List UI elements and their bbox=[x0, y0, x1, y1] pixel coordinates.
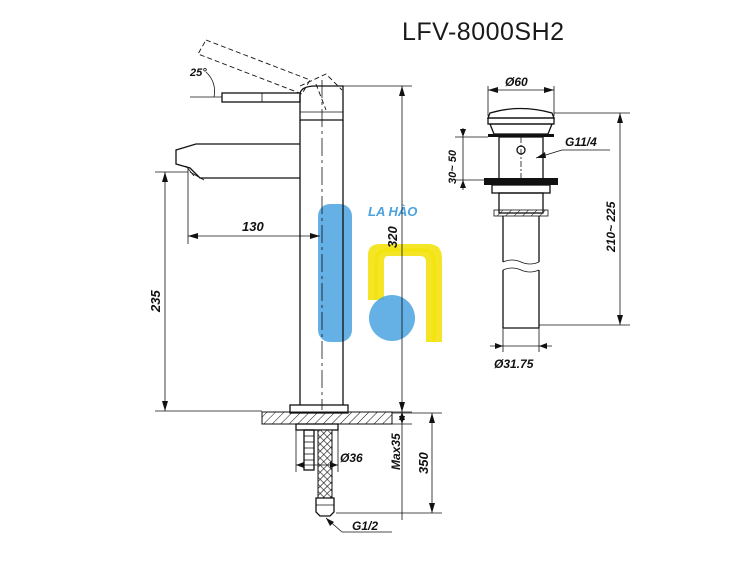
drain-drawing: Ø60 30~ 50 G11/4 210~ 225 bbox=[447, 75, 630, 371]
angle-label: 25° bbox=[189, 67, 207, 79]
base-diameter-label: Ø36 bbox=[340, 451, 363, 465]
drain-top-diameter-label: Ø60 bbox=[505, 75, 528, 89]
body-height-label: 320 bbox=[385, 226, 400, 248]
model-title: LFV-8000SH2 bbox=[402, 18, 565, 46]
logo-text: LA HÀO bbox=[368, 204, 417, 219]
max-mount-label: Max35 bbox=[389, 433, 403, 470]
drain-clamp-range-label: 30~ 50 bbox=[447, 149, 459, 184]
drain-pipe-diameter-label: Ø31.75 bbox=[494, 357, 534, 371]
drain-length-label: 210~ 225 bbox=[604, 201, 618, 253]
logo-blue-circle bbox=[369, 295, 415, 341]
hose-thread-label: G1/2 bbox=[352, 519, 378, 533]
logo-blue-bar bbox=[318, 204, 352, 342]
watermark-logo: LA HÀO bbox=[318, 204, 442, 342]
reach-label: 130 bbox=[242, 219, 264, 234]
drain-thread-label: G11/4 bbox=[565, 135, 597, 149]
faucet-drawing: 25° bbox=[148, 39, 442, 533]
height-label: 235 bbox=[148, 290, 163, 313]
hose-length-label: 350 bbox=[416, 452, 431, 474]
